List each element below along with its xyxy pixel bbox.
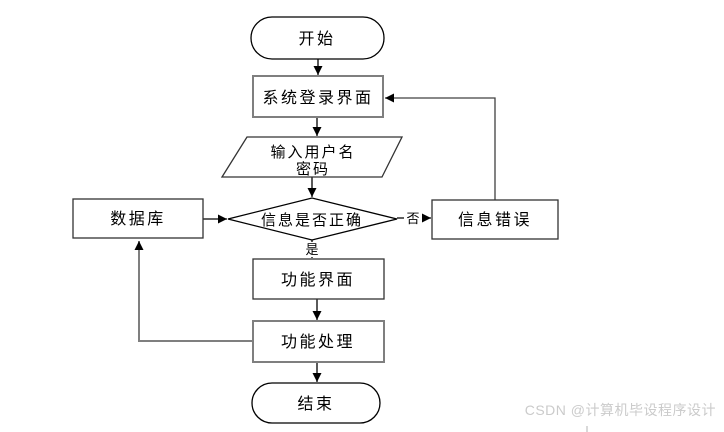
database-label: 数据库 <box>110 209 166 228</box>
start-terminator-shape <box>250 16 385 60</box>
watermark-artifact <box>586 426 588 432</box>
node-error: 信息错误 <box>431 199 559 240</box>
node-database: 数据库 <box>72 198 204 239</box>
error-process-shape <box>431 199 559 240</box>
database-process-shape <box>72 198 204 239</box>
node-function-process: 功能处理 <box>252 320 385 363</box>
edge-label-yes-text: 是 <box>305 243 318 258</box>
watermark: CSDN @计算机毕设程序设计 <box>524 402 716 418</box>
node-start: 开始 <box>250 16 385 60</box>
end-label: 结束 <box>297 394 334 413</box>
edge-label-yes: 是 <box>304 242 320 258</box>
edge-label-no: 否 <box>404 210 422 227</box>
start-label: 开始 <box>298 29 335 48</box>
edge-error-login <box>385 93 496 200</box>
login-label: 系统登录界面 <box>262 88 373 107</box>
end-terminator-shape <box>251 382 381 424</box>
node-end: 结束 <box>251 382 381 424</box>
input-label-line1: 输入用户名 <box>270 143 355 161</box>
function-process-label: 功能处理 <box>281 332 355 351</box>
login-process-shape <box>252 75 384 118</box>
decision-diamond-shape <box>227 197 398 241</box>
edge-label-no-text: 否 <box>406 212 419 227</box>
node-input: 输入用户名 密码 <box>220 136 404 178</box>
input-label-line2: 密码 <box>296 160 330 178</box>
node-login: 系统登录界面 <box>252 75 384 118</box>
edge-label-yes-bg <box>304 242 320 257</box>
function-process-shape <box>252 320 385 363</box>
function-ui-label: 功能界面 <box>281 270 355 289</box>
decision-label: 信息是否正确 <box>261 211 363 229</box>
node-function-ui: 功能界面 <box>252 258 385 300</box>
node-decision: 信息是否正确 <box>227 197 398 241</box>
edge-function-process-database <box>134 241 253 342</box>
error-label: 信息错误 <box>458 210 532 229</box>
edge-label-no-bg <box>404 210 422 226</box>
input-io-shape <box>220 136 404 178</box>
function-ui-process-shape <box>252 258 385 300</box>
